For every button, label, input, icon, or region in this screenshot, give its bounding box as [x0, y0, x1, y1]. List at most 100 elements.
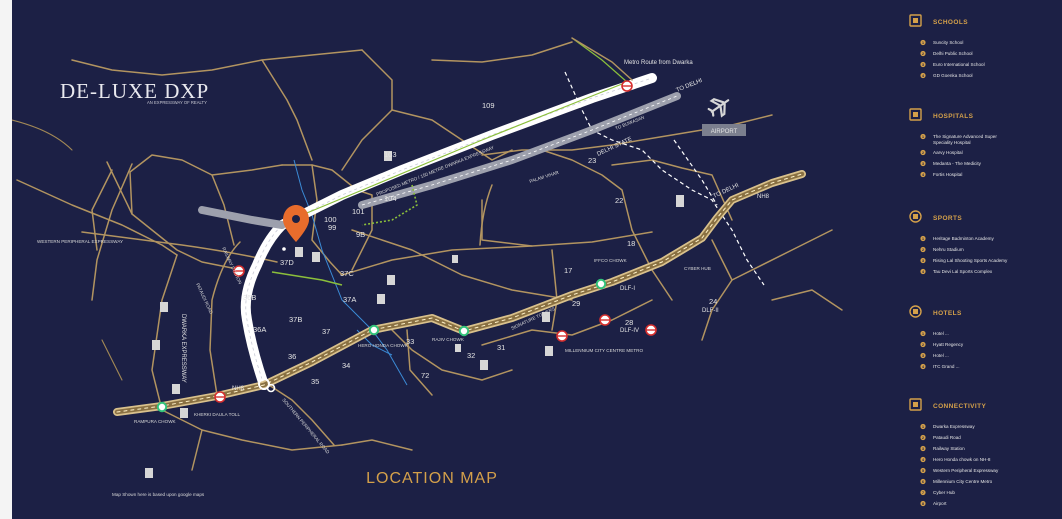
legend-marker-number: 2: [922, 151, 924, 155]
sector-label: 37A: [343, 295, 356, 304]
legend-marker-number: 7: [922, 491, 924, 495]
dlf4-label: DLF-IV: [620, 328, 639, 334]
building-icon: [145, 468, 153, 478]
building-icon: [455, 344, 461, 352]
metro-station-iffco: [595, 278, 607, 290]
legend-marker-number: 4: [922, 270, 924, 274]
dwarka-expressway: [198, 73, 681, 390]
legend-marker: [920, 467, 926, 474]
legend-item: Delhi Public School: [933, 51, 973, 56]
legend-item: ITC Grand ...: [933, 364, 960, 369]
legend-item: Medanta - The Medicity: [933, 161, 982, 166]
legend-item: Western Peripheral Expressway: [933, 468, 999, 473]
building-icon: [152, 340, 160, 350]
legend-marker: [920, 489, 926, 496]
sector-label: 17: [564, 266, 572, 275]
local-roads: [12, 41, 843, 471]
legend-marker-number: 2: [922, 436, 924, 440]
brand-logo: DE-LUXE DXP AN EXPRESSWAY OF REALTY: [60, 79, 209, 105]
building-icon: [160, 302, 168, 312]
cyber-hub-label: CYBER HUB: [684, 266, 711, 271]
legend-marker-number: 3: [922, 259, 924, 263]
legend-item: Suncity School: [933, 40, 963, 45]
legend-marker: [920, 149, 926, 156]
legend-marker: [920, 257, 926, 264]
legend-marker-number: 4: [922, 365, 924, 369]
legend-marker-number: 6: [922, 480, 924, 484]
sector-label: 37: [322, 327, 330, 336]
logo-text: DE-LUXE DXP: [60, 79, 209, 103]
legend-item: Rising Lal Shooting Sports Academy: [933, 258, 1008, 263]
building-icons: [145, 151, 684, 478]
sector-label: 37C: [340, 269, 354, 278]
metro-station-rampura: [156, 401, 168, 413]
project-location-marker[interactable]: [282, 205, 309, 251]
building-icon: [387, 275, 395, 285]
legend-item: Railway Station: [933, 446, 965, 451]
sector-label: 109: [482, 101, 495, 110]
legend-marker: [920, 39, 926, 46]
legend-marker: [920, 50, 926, 57]
dlf2-label: DLF-II: [702, 308, 719, 314]
legend-item: Hotel ...: [933, 331, 949, 336]
legend-marker: [920, 160, 926, 167]
sector-label: 100: [324, 215, 337, 224]
building-icon: [545, 346, 553, 356]
map-footnote: Map Shown here is based upon google maps: [112, 492, 205, 497]
legend-title: HOSPITALS: [933, 113, 974, 120]
sector-label: 37D: [280, 258, 294, 267]
connectivity-icon: [909, 398, 922, 411]
legend-marker: [920, 133, 926, 140]
sector-label: 22: [615, 196, 623, 205]
sector-label: 36: [288, 352, 296, 361]
legend-marker: [920, 341, 926, 348]
sector-label: 23: [588, 156, 596, 165]
legend-marker-number: 2: [922, 52, 924, 56]
legend-item: Tau Devi Lal Sports Complex: [933, 269, 993, 274]
legend-item: Hotel ...: [933, 353, 949, 358]
legend-marker-number: 4: [922, 74, 924, 78]
metro-sign-icon: [214, 391, 226, 403]
legend-canvas: SCHOOLS 1 Suncity School 2 Delhi Public Scho…: [909, 14, 1008, 507]
sector-label: 31: [497, 343, 505, 352]
location-map: AIRPORT Metro Route from Dwarka TO DELHI…: [12, 0, 900, 519]
map-canvas: AIRPORT Metro Route from Dwarka TO DELHI…: [12, 0, 900, 519]
legend-marker: [920, 445, 926, 452]
hospital-icon: [909, 108, 922, 121]
sector-label: 99: [328, 223, 336, 232]
nh8-left-label: NH8: [232, 386, 245, 392]
airport-label-box: [702, 124, 746, 136]
legend-panel: SCHOOLS 1 Suncity School 2 Delhi Public Scho…: [900, 0, 1062, 519]
legend-marker: [920, 434, 926, 441]
sector-label: 36A: [253, 325, 266, 334]
trophy-icon: [909, 210, 922, 223]
legend-marker-number: 3: [922, 162, 924, 166]
legend-title: HOTELS: [933, 310, 962, 317]
legend-marker-number: 3: [922, 63, 924, 67]
legend-title: SCHOOLS: [933, 19, 968, 26]
legend-marker-number: 3: [922, 354, 924, 358]
legend-marker: [920, 268, 926, 275]
metro-sign-icon: [599, 314, 611, 326]
legend-marker-number: 1: [922, 237, 924, 241]
metro-sign-icon: [233, 265, 245, 277]
sector-label: 104: [384, 194, 397, 203]
metro-sign-icon: [556, 330, 568, 342]
sector-label: 18: [627, 239, 635, 248]
airport-label: AIRPORT: [711, 129, 738, 135]
school-icon: [909, 14, 922, 27]
metro-station-rajiv: [458, 325, 470, 337]
legend-marker: [920, 61, 926, 68]
legend-marker: [920, 171, 926, 178]
building-icon: [384, 151, 392, 161]
kherki-daula-label: KHERKI DAULA TOLL: [194, 412, 240, 417]
legend-marker-number: 1: [922, 135, 924, 139]
metro-station-hero-honda: [368, 324, 380, 336]
nh8-highway: [113, 170, 806, 416]
legend-item: Nehru Stadium: [933, 247, 964, 252]
airplane-icon: [707, 97, 730, 118]
map-title: LOCATION MAP: [366, 470, 498, 487]
